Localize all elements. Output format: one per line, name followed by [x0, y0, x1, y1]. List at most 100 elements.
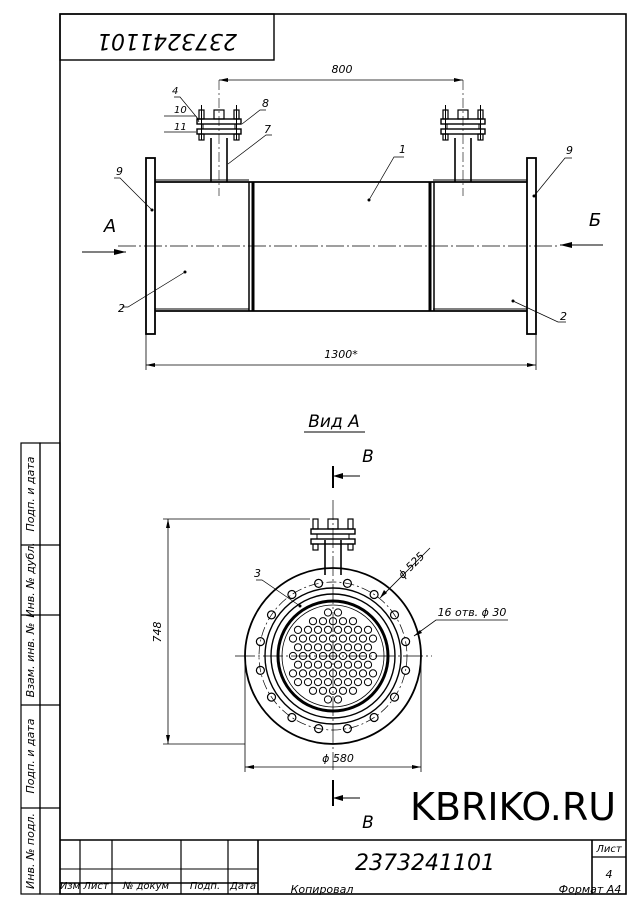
tube-hole [313, 660, 323, 669]
tube-hole [363, 678, 373, 687]
tube-hole [333, 608, 343, 617]
tube-hole [333, 625, 343, 635]
tube-hole [328, 651, 338, 661]
tube-hole [338, 651, 348, 661]
tube-hole [293, 643, 303, 652]
header-sheet: Лист [82, 881, 110, 892]
tube-hole [318, 617, 328, 626]
callout-11: 11 [174, 122, 187, 133]
tube-hole [313, 678, 323, 687]
tube-hole [358, 669, 368, 678]
tube-hole [323, 695, 333, 704]
tube-hole [323, 660, 333, 669]
tube-hole [313, 625, 323, 635]
tube-hole [293, 660, 303, 669]
tube-hole [318, 686, 328, 695]
header-sign: Подп. [190, 881, 220, 892]
tube-hole [323, 643, 333, 652]
tube-hole [333, 695, 343, 704]
drawing-code: 2373241101 [355, 851, 495, 876]
section-mark-top: В [362, 447, 374, 467]
tube-hole [333, 643, 343, 652]
tube-hole [308, 634, 318, 643]
dimension-diameter-525: ϕ 525 [396, 550, 428, 582]
strip-label-sign-date-2: Подп. и дата [24, 718, 37, 793]
tube-hole [343, 678, 353, 687]
bolt-hole [266, 692, 277, 702]
tube-hole [323, 608, 333, 617]
callout-8: 8 [262, 97, 269, 110]
tube-hole [298, 651, 308, 661]
tube-hole [308, 651, 318, 661]
tube-hole [353, 625, 363, 635]
inlet-arrow-icon [114, 249, 126, 255]
tube-hole [288, 634, 298, 643]
side-strip: Подп. и дата Инв. № дубл. Взам. инв. № П… [20, 442, 61, 895]
tube-hole [328, 617, 338, 626]
bolt-hole [401, 636, 411, 647]
tube-hole [363, 643, 373, 652]
tube-sheet-circle [276, 599, 390, 713]
tube-hole [308, 617, 318, 626]
tube-hole [338, 669, 348, 678]
tube-hole [308, 669, 318, 678]
tube-hole [343, 625, 353, 635]
tube-hole [333, 660, 343, 669]
tube-hole [338, 617, 348, 626]
bolt-holes [255, 578, 411, 734]
header-change: Изм [60, 881, 81, 892]
tube-hole [338, 634, 348, 643]
header-doc-no: № докум [122, 881, 170, 892]
tube-hole [353, 660, 363, 669]
callout-4: 4 [172, 86, 178, 97]
callout-3: 3 [254, 567, 261, 580]
strip-label-orig-inv: Инв. № подл. [24, 813, 37, 889]
dimension-1300: 1300* [324, 348, 358, 361]
bolt-hole [401, 665, 411, 676]
sheet-label: Лист [595, 844, 623, 855]
tube-hole [318, 669, 328, 678]
callout-2-right: 2 [560, 310, 567, 323]
tube-hole [323, 625, 333, 635]
title-block: Изм Лист № докум Подп. Дата 2373241101 Л… [60, 839, 626, 896]
tube-hole [303, 625, 313, 635]
tube-hole [348, 669, 358, 678]
header-date: Дата [229, 881, 256, 892]
tube-hole [293, 678, 303, 687]
flange-outer-circle [244, 567, 422, 745]
callout-1: 1 [399, 143, 406, 156]
bolt-hole [314, 723, 324, 734]
top-nozzle [310, 518, 356, 575]
tube-hole [288, 651, 298, 661]
strip-label-dup-inv: Инв. № дубл. [24, 542, 37, 617]
callout-9-left: 9 [116, 165, 123, 178]
callout-2-left: 2 [118, 302, 125, 315]
bolt-hole [342, 723, 352, 734]
tube-hole [313, 643, 323, 652]
sheet-number: 4 [606, 868, 613, 881]
outlet-label-b: Б [589, 210, 601, 231]
format-label: Формат А4 [559, 883, 622, 896]
bolt-hole [389, 610, 400, 620]
tube-hole [358, 651, 368, 661]
callout-9-right: 9 [566, 144, 573, 157]
tube-hole [353, 643, 363, 652]
tube-hole [368, 634, 378, 643]
tube-hole [303, 678, 313, 687]
tube-hole [343, 643, 353, 652]
view-a: Вид А В В [151, 412, 508, 833]
tube-hole [328, 686, 338, 695]
tube-hole [348, 686, 358, 695]
bolt-hole [266, 610, 277, 620]
tube-hole [308, 686, 318, 695]
tube-hole [358, 634, 368, 643]
strip-label-replace-inv: Взам. инв. № [24, 623, 37, 698]
right-end-flange [526, 157, 537, 335]
tube-hole [288, 669, 298, 678]
copied-label: Копировал [291, 883, 354, 896]
outlet-arrow-icon [560, 242, 572, 248]
tube-hole [303, 660, 313, 669]
bolt-circle [258, 581, 408, 731]
